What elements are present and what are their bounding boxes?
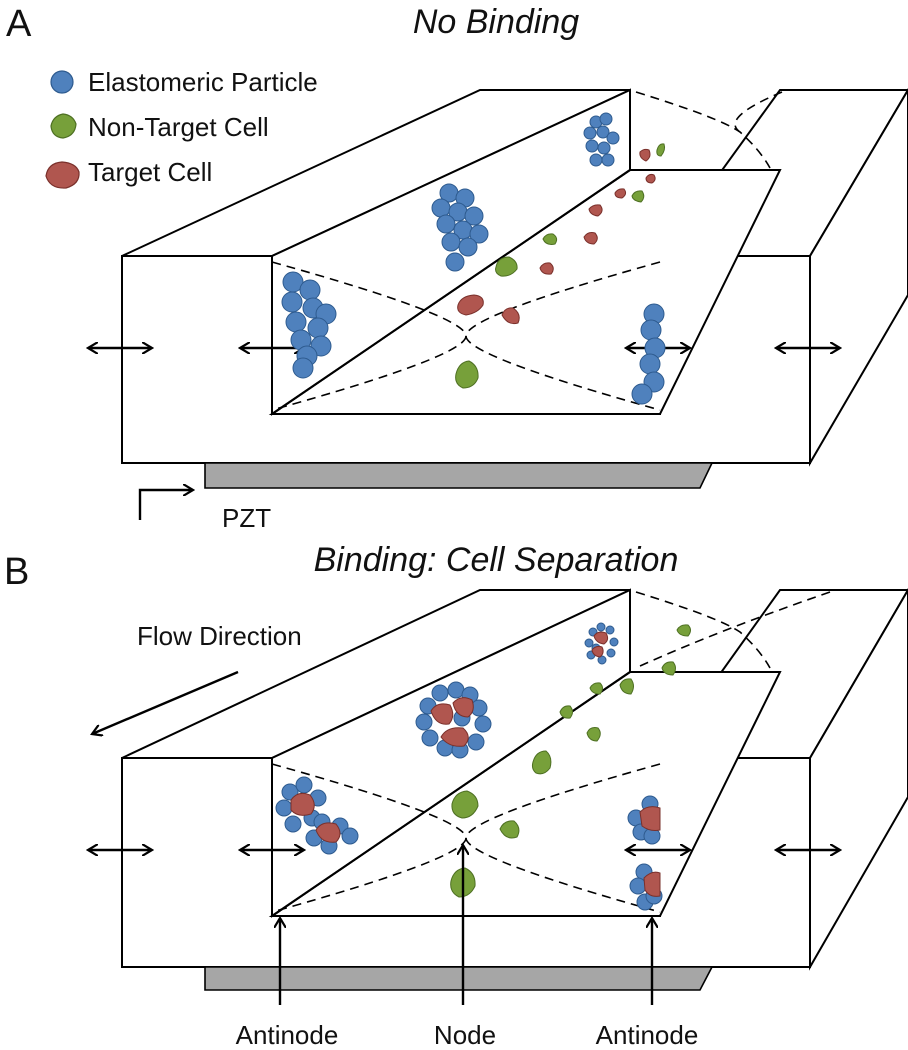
bound-complex-mid-b	[415, 681, 492, 759]
bound-complex-far-b	[584, 622, 619, 665]
flow-direction-arrow	[92, 670, 239, 734]
antinode-right-label: Antinode	[596, 1020, 699, 1050]
green-cell-icon	[50, 113, 77, 139]
wave-front-lower-a	[465, 261, 661, 411]
wave-back-2-b	[639, 591, 831, 667]
panel-b-title: Binding: Cell Separation	[314, 541, 679, 579]
pzt-transducer-b	[204, 966, 714, 991]
pzt-label: PZT	[222, 503, 271, 533]
pzt-transducer-a	[204, 462, 714, 489]
legend: Elastomeric Particle Non-Target Cell Tar…	[45, 67, 318, 189]
bound-complex-left-b	[275, 776, 359, 855]
panel-a-title: No Binding	[413, 3, 579, 41]
channel-block-b	[121, 588, 908, 971]
red-cell-icon	[45, 161, 80, 189]
bound-complex-right-b	[627, 795, 663, 911]
standing-wave-b	[271, 591, 831, 913]
particle-cluster-left-a	[281, 271, 337, 379]
blue-particle-icon	[50, 70, 74, 94]
target-cells-a	[457, 148, 656, 325]
wave-back-2-a	[734, 91, 783, 133]
wave-front-lower-b	[465, 763, 661, 913]
legend-label-target: Target Cell	[88, 157, 212, 187]
particle-cluster-right-a	[631, 303, 666, 405]
floor-diagonal-a	[271, 169, 631, 415]
legend-item-nontarget: Non-Target Cell	[50, 112, 269, 142]
panel-a-letter: A	[6, 3, 32, 45]
panel-b-letter: B	[4, 551, 29, 593]
standing-wave-a	[271, 91, 783, 411]
nontarget-cells-b	[450, 624, 691, 898]
panel-a: A No Binding Elastomeric Particle Non-Ta…	[6, 3, 908, 533]
nontarget-cells-a	[455, 143, 666, 389]
panel-b: B Binding: Cell Separation Flow Directio…	[4, 541, 908, 1050]
flow-direction-label: Flow Direction	[137, 621, 302, 651]
pzt-pointer-arrow	[138, 490, 193, 520]
legend-item-target: Target Cell	[45, 157, 212, 189]
antinode-left-label: Antinode	[236, 1020, 339, 1050]
particle-cluster-mid-a	[431, 183, 489, 272]
legend-label-particle: Elastomeric Particle	[88, 67, 318, 97]
legend-item-particle: Elastomeric Particle	[50, 67, 318, 97]
node-pointers	[280, 845, 652, 1005]
node-label: Node	[434, 1020, 496, 1050]
particle-cluster-far-a	[583, 112, 620, 167]
channel-block-a	[121, 88, 908, 467]
wave-back-b	[635, 591, 771, 669]
legend-label-nontarget: Non-Target Cell	[88, 112, 269, 142]
